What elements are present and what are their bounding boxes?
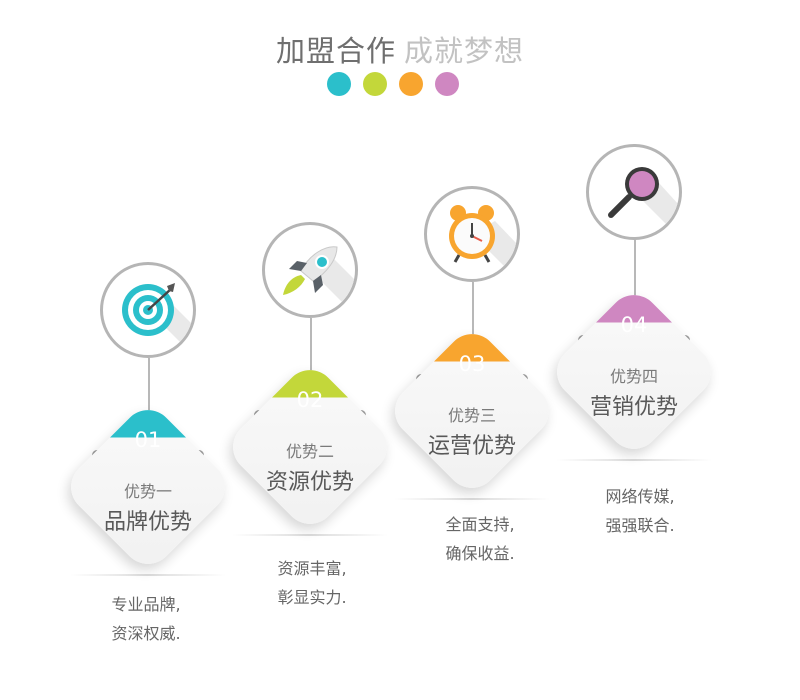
step-1-desc-line-1: 专业品牌, [111, 595, 181, 614]
step-1-shadow [70, 574, 226, 576]
step-3-number: 03 [458, 352, 486, 376]
step-4-number-band [595, 284, 673, 323]
rocket-icon [283, 246, 355, 315]
step-3-desc-line-2: 确保收益. [445, 544, 515, 563]
step-3-desc-line-1: 全面支持, [445, 515, 515, 534]
step-1-number-band [109, 399, 187, 438]
header-title-accent: 成就梦想 [404, 34, 525, 68]
target-icon [122, 283, 193, 355]
header-title-main: 加盟合作 [275, 34, 396, 68]
step-2-subtitle: 优势二 [285, 442, 334, 461]
step-2-diamond [222, 359, 398, 535]
step-2-shadow [232, 534, 388, 536]
dot-orange [399, 72, 423, 96]
step-1-number: 01 [134, 428, 162, 452]
magnifier-icon [608, 167, 679, 237]
step-4-shadow [556, 459, 712, 461]
step-3-card: 03 优势三 运营优势 [379, 323, 565, 499]
step-3-title: 运营优势 [427, 434, 516, 459]
dot-green [363, 72, 387, 96]
color-dots [327, 72, 459, 96]
dot-teal [327, 72, 351, 96]
step-4-description: 网络传媒, 强强联合. [560, 482, 720, 540]
step-1-card: 01 优势一 品牌优势 [55, 399, 241, 575]
step-4-number: 04 [620, 313, 648, 337]
step-4-subtitle: 优势四 [609, 367, 658, 386]
step-1-stem [148, 358, 150, 418]
step-1-title: 品牌优势 [103, 510, 192, 535]
alarm-clock-icon [449, 205, 517, 279]
step-4-desc-line-1: 网络传媒, [605, 487, 675, 506]
step-4-title: 营销优势 [589, 395, 678, 420]
step-4-card: 04 优势四 营销优势 [541, 284, 727, 460]
step-2-icon-circle [262, 222, 358, 318]
step-2-number-band [271, 359, 349, 398]
step-4-stem [634, 240, 636, 304]
step-3-icon-circle [424, 186, 520, 282]
step-2-desc-line-2: 彰显实力. [277, 588, 347, 607]
step-1-diamond [60, 399, 236, 575]
step-4-icon-circle [586, 144, 682, 240]
step-1-icon-circle [100, 262, 196, 358]
step-3-diamond [384, 323, 560, 499]
step-4-desc-line-2: 强强联合. [605, 516, 675, 535]
step-3-subtitle: 优势三 [447, 406, 496, 425]
step-2-card: 02 优势二 资源优势 [217, 359, 403, 535]
step-1-description: 专业品牌, 资深权威. [66, 590, 226, 648]
step-3-number-band [433, 323, 511, 362]
step-3-stem [472, 282, 474, 342]
step-2-description: 资源丰富, 彰显实力. [232, 554, 392, 612]
dot-pink [435, 72, 459, 96]
step-4-diamond [546, 284, 722, 460]
step-2-stem [310, 318, 312, 378]
step-1-subtitle: 优势一 [123, 482, 172, 501]
step-2-desc-line-1: 资源丰富, [277, 559, 347, 578]
step-2-number: 02 [296, 388, 324, 412]
step-1-desc-line-2: 资深权威. [111, 624, 181, 643]
step-2-title: 资源优势 [265, 470, 354, 495]
step-3-shadow [394, 498, 550, 500]
step-3-description: 全面支持, 确保收益. [400, 510, 560, 568]
page-header: 加盟合作成就梦想 [0, 28, 800, 70]
